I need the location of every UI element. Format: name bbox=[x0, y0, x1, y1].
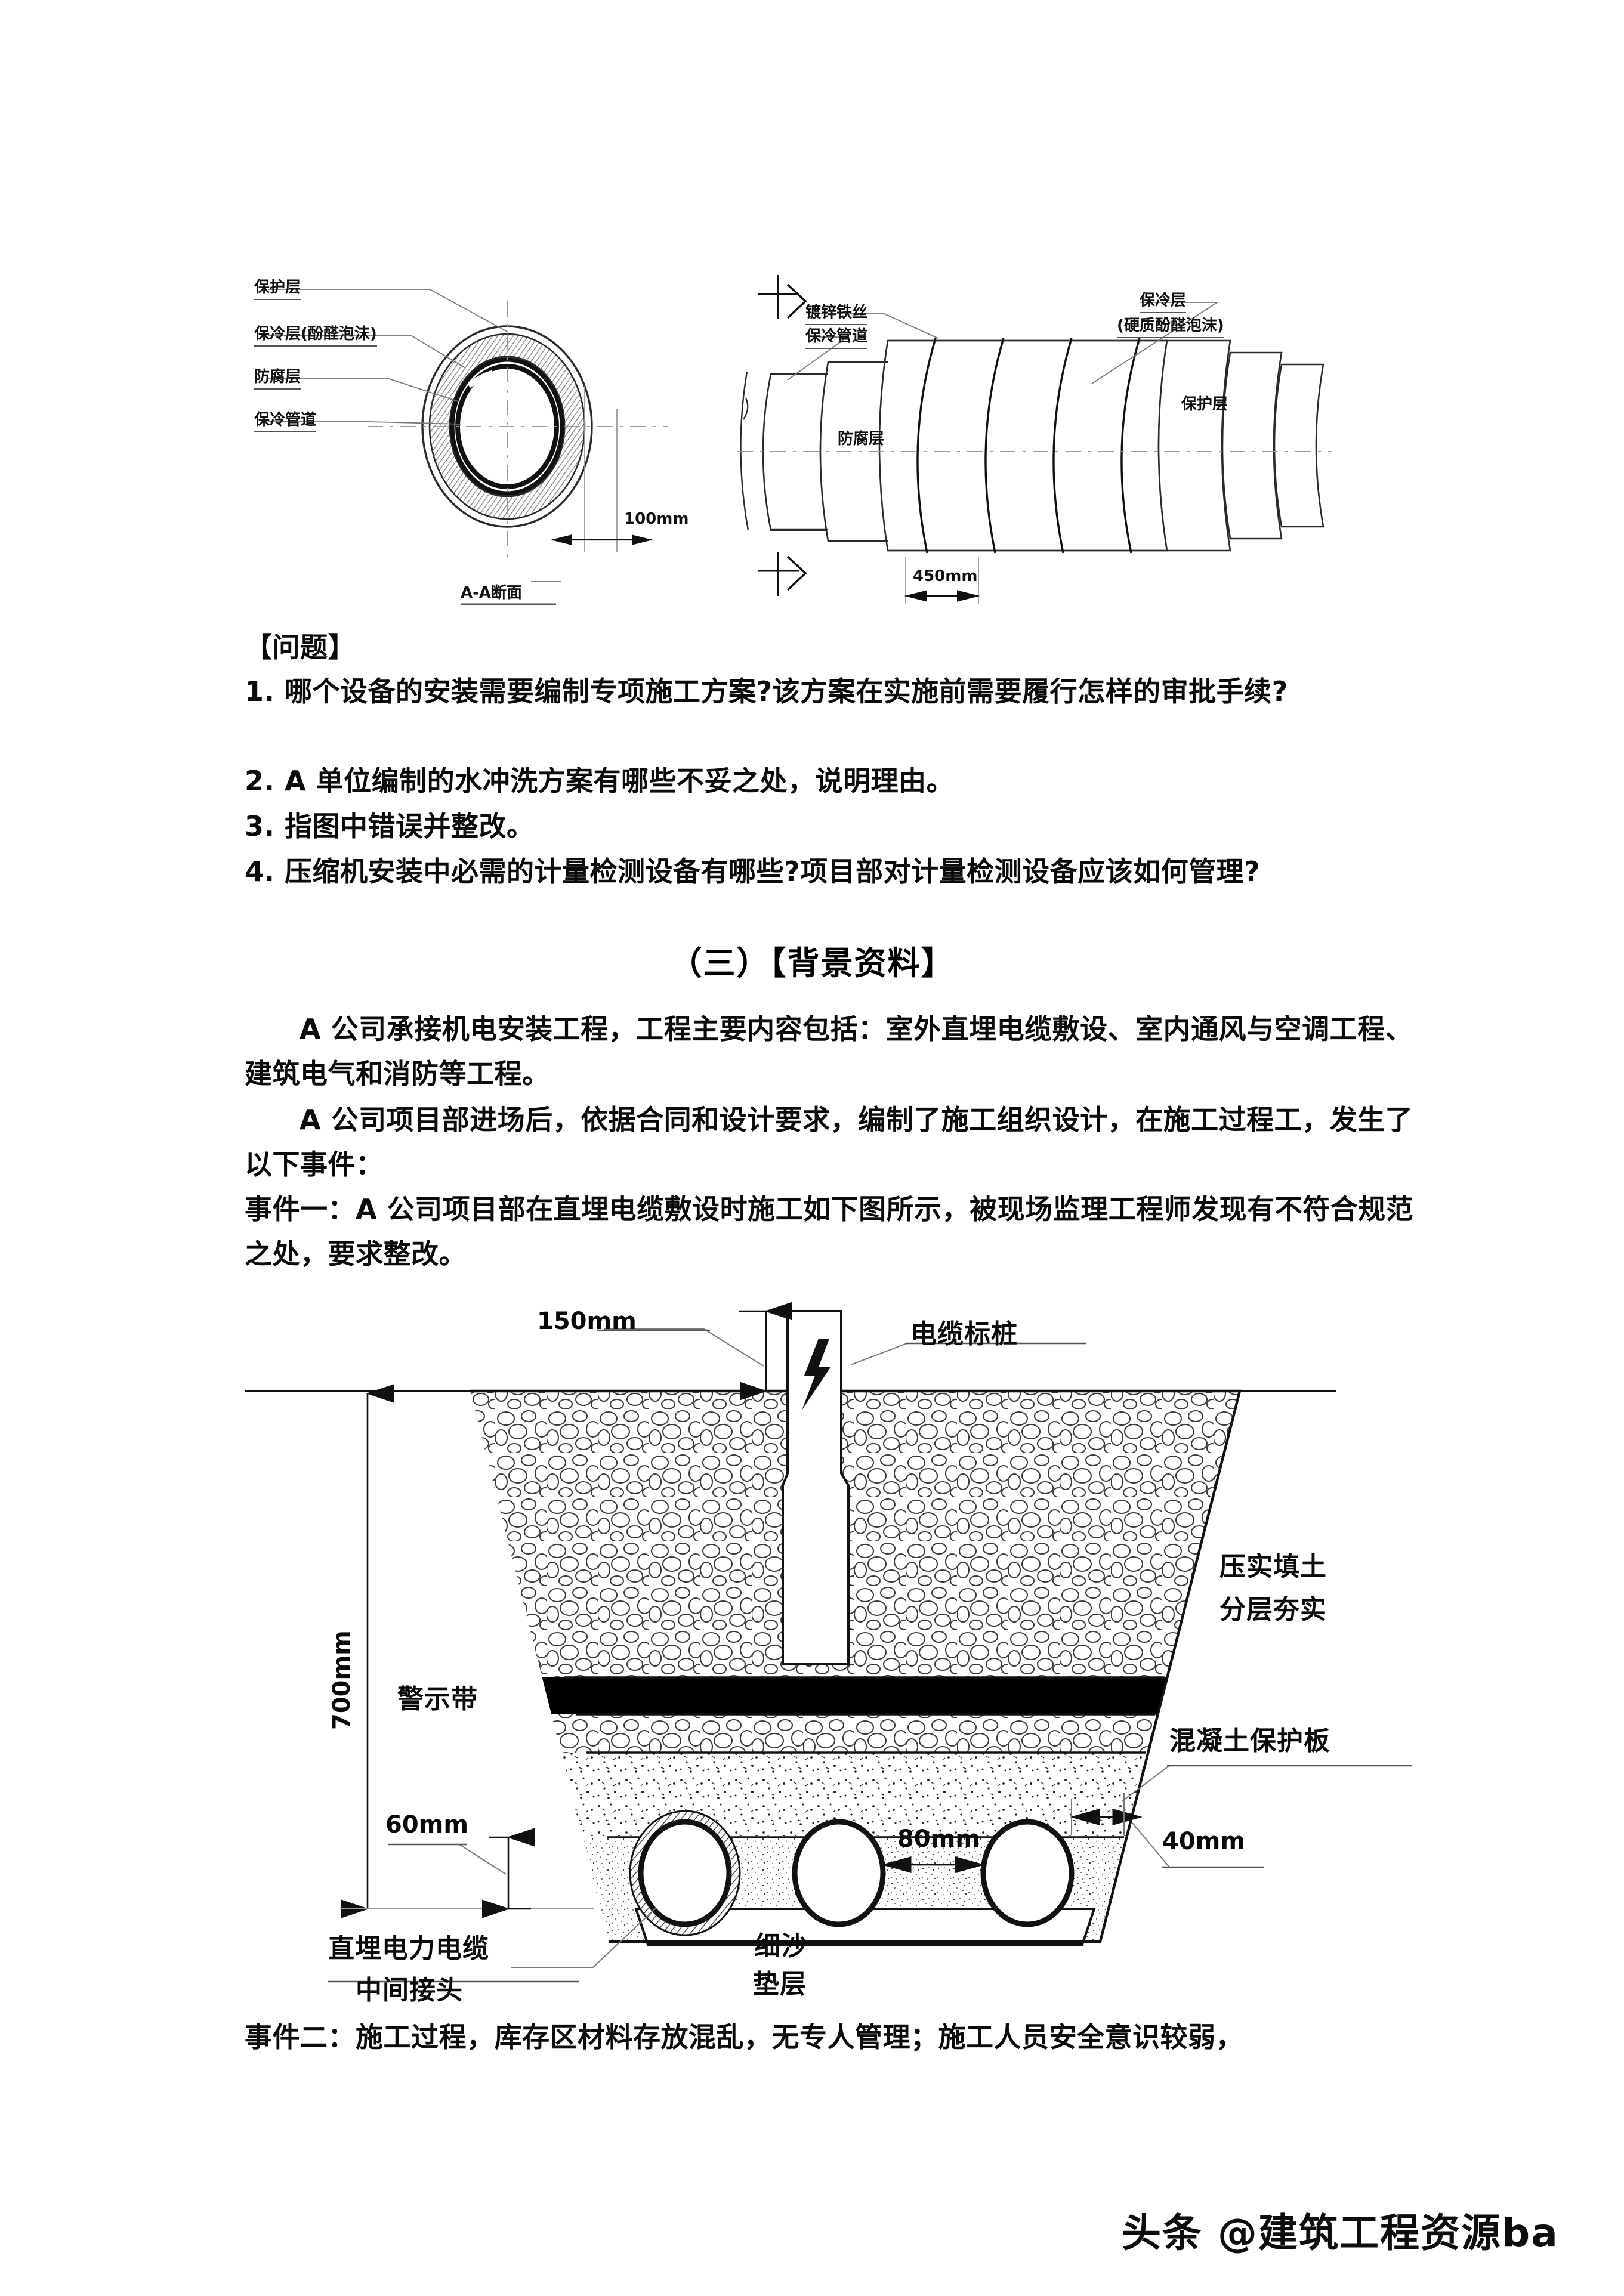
label-protective-layer: 保护层 bbox=[254, 275, 301, 300]
cable-trench-figure: 150mm 700mm 60mm 80mm 40mm 电缆标桩 压实填土 分层夯… bbox=[239, 1277, 1468, 2010]
dimension-40mm: 40mm bbox=[1162, 1828, 1246, 1855]
pipe-insulation-figure: 保护层 保冷层(酚醛泡沫) 防腐层 保冷管道 100mm A-A断面 镀锌铁丝 … bbox=[251, 230, 1420, 617]
dimension-80mm: 80mm bbox=[897, 1825, 981, 1853]
dimension-60mm: 60mm bbox=[385, 1811, 469, 1838]
label-anticorrosion-elevation: 防腐层 bbox=[838, 430, 885, 448]
label-galvanized-wire: 镀锌铁丝 bbox=[805, 300, 868, 325]
question-item-2: 2. A 单位编制的水冲洗方案有哪些不妥之处，说明理由。 bbox=[245, 765, 955, 797]
question-item-3: 3. 指图中错误并整改。 bbox=[245, 810, 535, 842]
dimension-150mm: 150mm bbox=[537, 1308, 637, 1335]
label-protective-elevation: 保护层 bbox=[1181, 395, 1228, 413]
watermark-text: 头条 @建筑工程资源ba bbox=[1122, 2210, 1559, 2256]
label-warning-tape: 警示带 bbox=[397, 1684, 478, 1714]
label-anticorrosion-layer: 防腐层 bbox=[254, 364, 301, 390]
question-item-1: 1. 哪个设备的安装需要编制专项施工方案?该方案在实施前需要履行怎样的审批手续? bbox=[245, 675, 1288, 707]
background-paragraph-1: A 公司承接机电安装工程，工程主要内容包括：室外直埋电缆敷设、室内通风与空调工程… bbox=[245, 1013, 1413, 1090]
section-title: （三）【背景资料】 bbox=[669, 944, 955, 982]
label-cable-marker-post: 电缆标桩 bbox=[910, 1319, 1018, 1349]
question-item-4: 4. 压缩机安装中必需的计量检测设备有哪些?项目部对计量检测设备应该如何管理? bbox=[245, 855, 1261, 888]
label-cold-layer-title: 保冷层 bbox=[1140, 288, 1187, 313]
dimension-450mm: 450mm bbox=[913, 567, 978, 585]
label-compacted-fill-line2: 分层夯实 bbox=[1219, 1594, 1327, 1625]
label-cold-pipe: 保冷管道 bbox=[254, 407, 317, 432]
background-paragraph-2: A 公司项目部进场后，依据合同和设计要求，编制了施工组织设计，在施工过程工，发生… bbox=[245, 1104, 1413, 1181]
event-one-paragraph: 事件一：A 公司项目部在直埋电缆敷设时施工如下图所示，被现场监理工程师发现有不符… bbox=[245, 1193, 1414, 1270]
dimension-700mm: 700mm bbox=[328, 1630, 356, 1730]
label-direct-buried-cable-line2: 中间接头 bbox=[356, 1975, 463, 2005]
event-two-paragraph: 事件二：施工过程，库存区材料存放混乱，无专人管理；施工人员安全意识较弱， bbox=[245, 2021, 1243, 2053]
section-caption-aa: A-A断面 bbox=[461, 584, 523, 602]
questions-heading: 【问题】 bbox=[245, 631, 356, 663]
label-cold-insulation-layer: 保冷层(酚醛泡沫) bbox=[254, 322, 377, 347]
label-bedding-layer: 垫层 bbox=[753, 1969, 807, 2000]
label-fine-sand: 细沙 bbox=[754, 1931, 808, 1961]
dimension-100mm: 100mm bbox=[624, 510, 689, 528]
label-concrete-protection-plate: 混凝土保护板 bbox=[1169, 1726, 1330, 1756]
label-compacted-fill-line1: 压实填土 bbox=[1219, 1552, 1327, 1582]
label-cold-layer-sub: (硬质酚醛泡沫) bbox=[1117, 313, 1224, 338]
pipe-insulation-drawing bbox=[268, 275, 1332, 605]
label-cold-pipe-elevation: 保冷管道 bbox=[805, 324, 868, 349]
cable-trench-drawing bbox=[245, 1302, 1412, 1983]
label-direct-buried-cable-line1: 直埋电力电缆 bbox=[328, 1933, 489, 1964]
